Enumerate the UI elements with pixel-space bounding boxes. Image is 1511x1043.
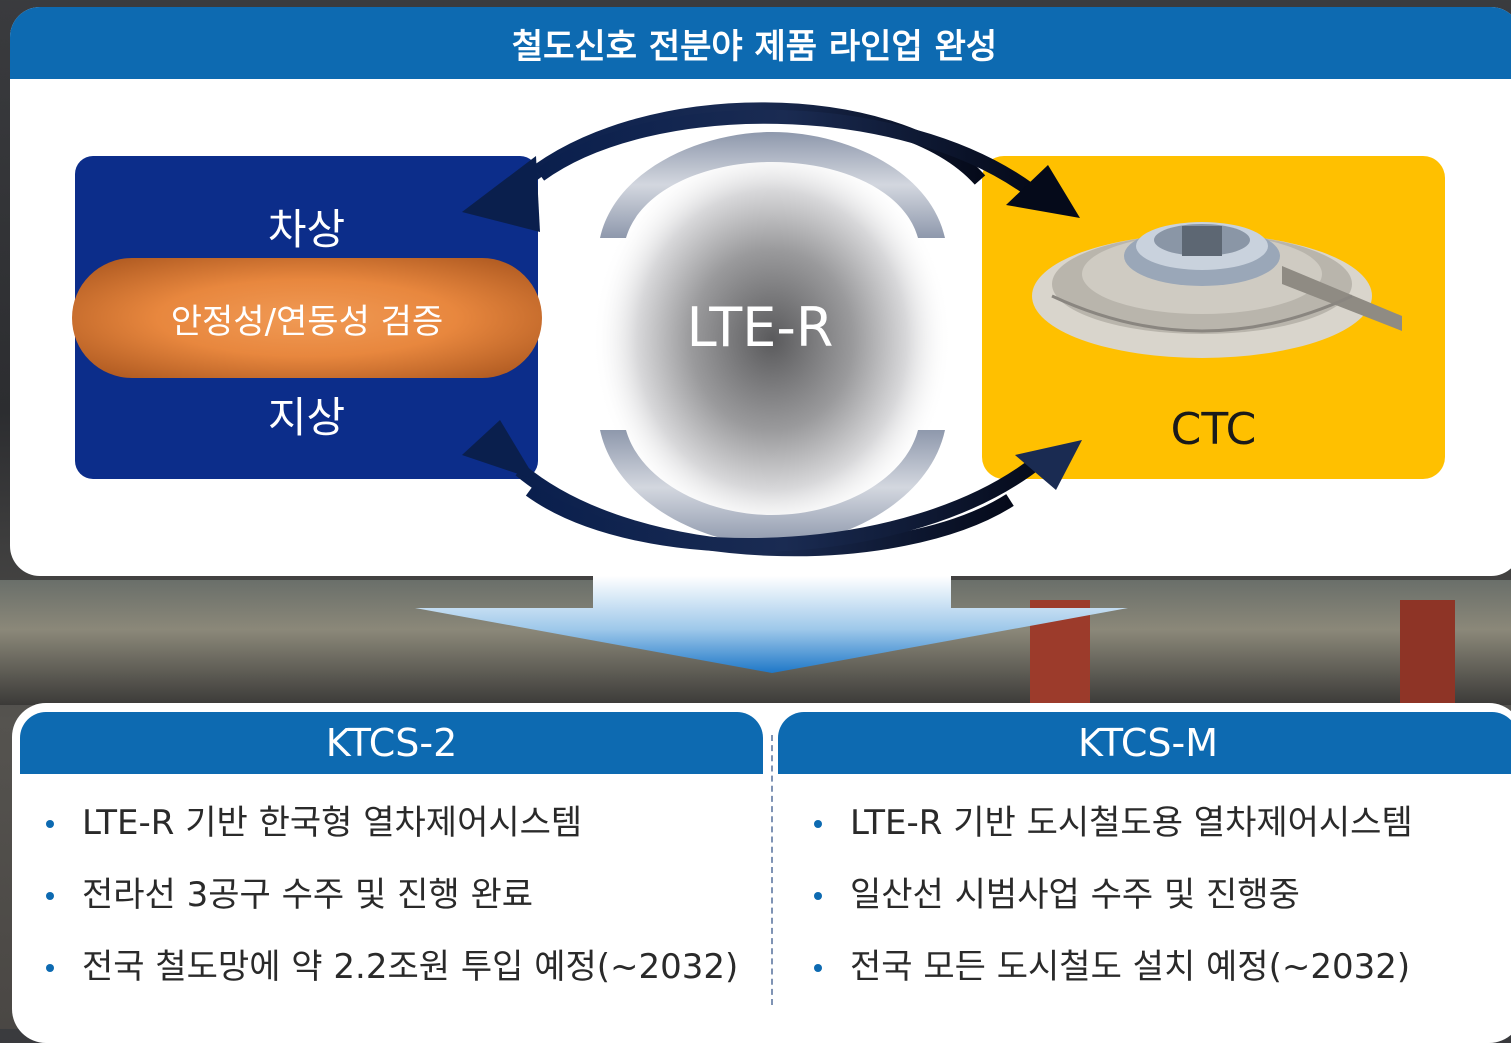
background-red-pillar [1400,600,1455,705]
verification-label: 안정성/연동성 검증 [170,301,444,342]
list-item: 일산선 시범사업 수주 및 진행중 [792,859,1413,931]
arrow-head-top-right [1006,165,1080,218]
ctc-building-icon [1032,222,1402,358]
column-divider [771,735,773,1005]
ktcs-m-header: KTCS-M [778,712,1511,774]
ktcs-2-list: LTE-R 기반 한국형 열차제어시스템 전라선 3공구 수주 및 진행 완료 … [24,787,738,1003]
arrow-top-right [535,109,1035,196]
lte-r-label: LTE-R [686,296,834,359]
onboard-label: 차상 [267,205,346,254]
wayside-label: 지상 [267,393,346,442]
ctc-box: CTC [982,156,1445,479]
list-item: LTE-R 기반 한국형 열차제어시스템 [24,787,738,859]
arrow-head-top-left [462,156,540,232]
list-item: 전라선 3공구 수주 및 진행 완료 [24,859,738,931]
arrow-head-bottom-left [462,420,536,480]
arrow-head-bottom-right [1015,440,1082,490]
arrow-bottom-right [525,454,1045,552]
ktcs-m-list: LTE-R 기반 도시철도용 열차제어시스템 일산선 시범사업 수주 및 진행중… [792,787,1413,1003]
ctc-label: CTC [1170,404,1257,455]
list-item: 전국 모든 도시철도 설치 예정(~2032) [792,931,1413,1003]
list-item: 전국 철도망에 약 2.2조원 투입 예정(~2032) [24,931,738,1003]
systems-panel: KTCS-2 KTCS-M LTE-R 기반 한국형 열차제어시스템 전라선 3… [12,703,1511,1043]
ktcs-2-header: KTCS-2 [20,712,763,774]
page-title: 철도신호 전분야 제품 라인업 완성 [10,7,1511,79]
verification-pill: 안정성/연동성 검증 [72,258,542,378]
list-item: LTE-R 기반 도시철도용 열차제어시스템 [792,787,1413,859]
